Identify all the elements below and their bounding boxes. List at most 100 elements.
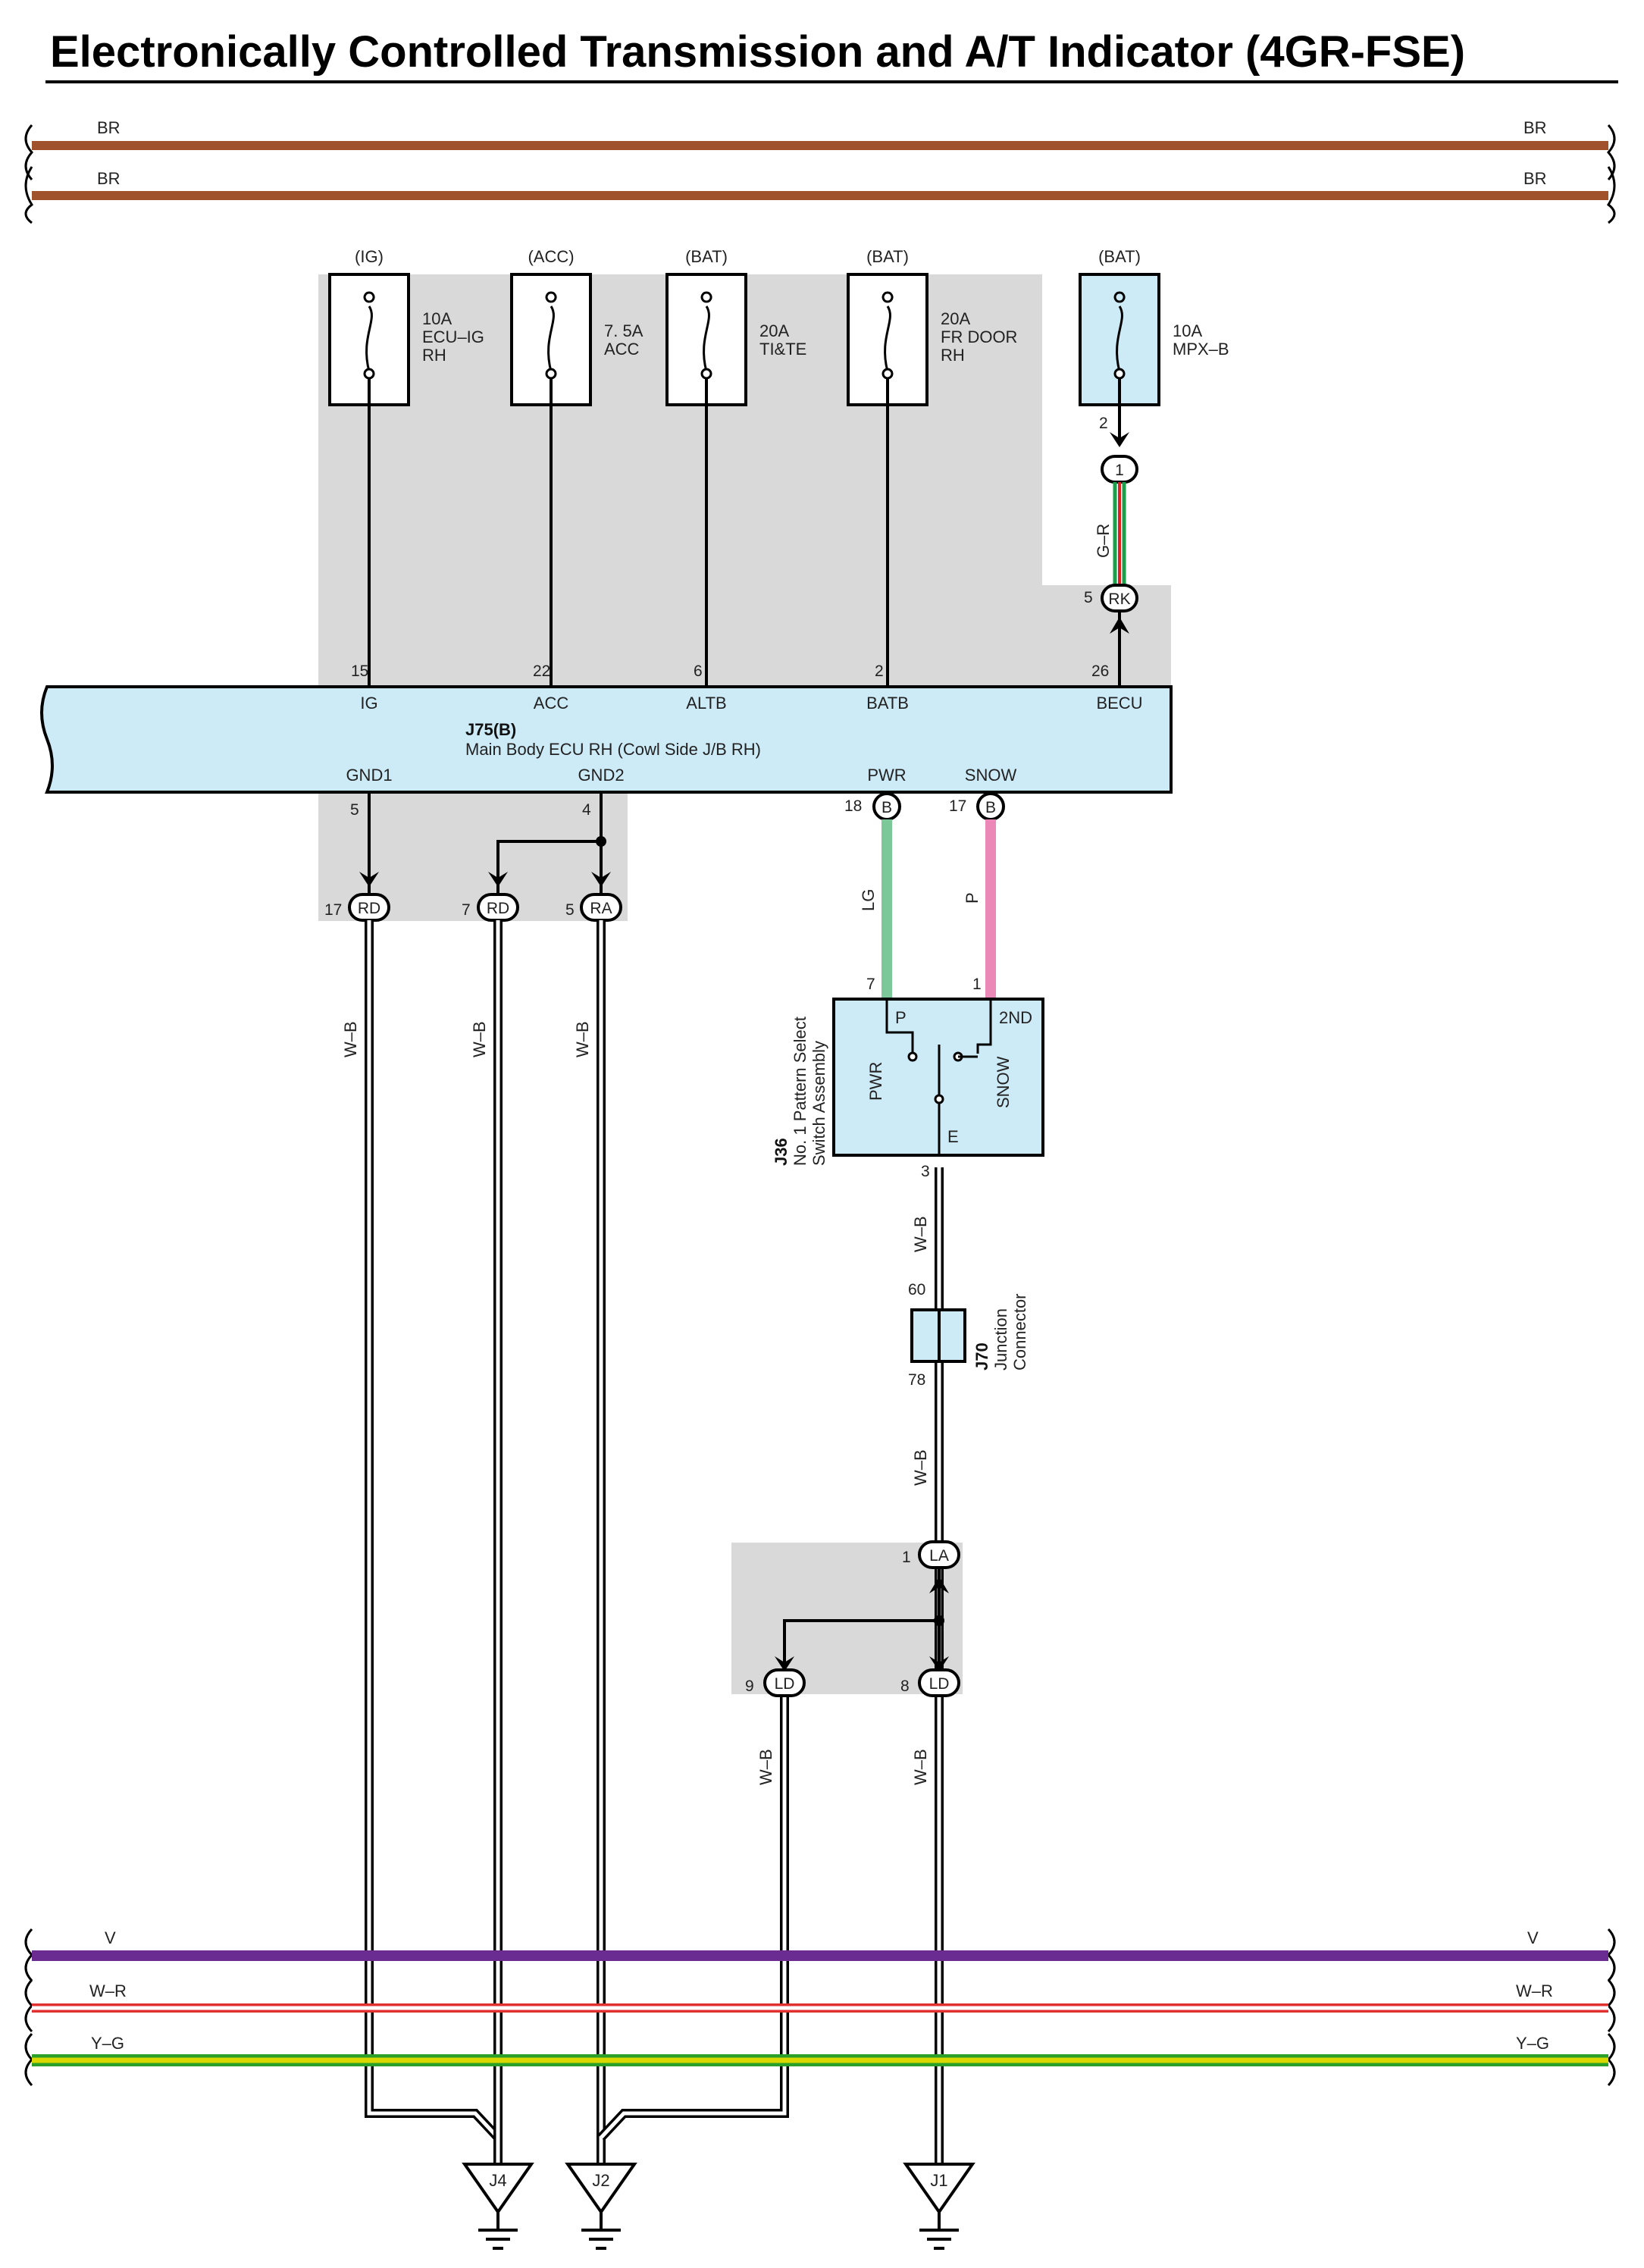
wire-label-wb-1: W–B [341,1021,360,1057]
switch-label-2nd: 2ND [999,1008,1032,1027]
ground-j4: J4 [462,2163,534,2250]
junction-pin-top: 60 [908,1281,925,1298]
fuse-tite-source: (BAT) [685,247,728,266]
fuse-acc-rating: 7. 5A [604,321,644,340]
wire-label-lg: LG [859,889,878,911]
fuse-mpx-b-source: (BAT) [1098,247,1141,266]
mpx-wire-label: G–R [1094,524,1113,558]
bus-br-2: BR BR [24,166,1616,224]
ground-j2: J2 [565,2163,637,2250]
diagram-title: Electronically Controlled Transmission a… [50,27,1465,77]
fuse-ecu-ig-icon [363,291,375,372]
fuse-tite-name1: TI&TE [759,340,806,359]
fuse-acc-name1: ACC [604,340,640,359]
mpx-connector-rk-label: RK [1108,590,1130,608]
wire-label-wb-junction: W–B [911,1449,930,1486]
switch-pin-e: 3 [921,1163,930,1180]
fuse-wires [368,378,889,687]
wire-label-wb-ld2: W–B [911,1749,930,1785]
wire-label-p: P [963,892,982,904]
fuse-mpx-b: (BAT) 10A MPX–B [1079,247,1229,406]
fuse-tite-icon [700,291,712,372]
ecu-top-pin-ig-num: 15 [351,663,368,680]
ecu-pin-snow-num: 17 [949,797,966,815]
wire-label-wb-ld1: W–B [756,1749,775,1785]
bus-br-1-label-left: BR [97,118,121,137]
bus-br-1: BR BR [24,118,1616,180]
junction-pin-bottom: 78 [908,1371,925,1389]
ground-conn-3-label: RA [590,900,612,917]
fuse-fr-door-rating: 20A [941,309,970,328]
ground-conn-2-label: RD [487,900,509,917]
fuse-ecu-ig-source: (IG) [355,247,384,266]
switch-label-e: E [947,1127,959,1146]
fuse-tite: (BAT) 20A TI&TE [665,247,806,406]
ground-conn-1-pin: 17 [324,901,342,919]
bus-v: V V [24,1928,1616,1982]
bus-yg-label-left: Y–G [91,2034,124,2053]
fuse-mpx-b-rating: 10A [1173,321,1202,340]
bus-br-2-label-left: BR [97,169,121,188]
junction-id: J70 [972,1342,991,1371]
switch-label-p: P [895,1008,907,1027]
ld-1-connector [763,1668,806,1697]
ecu-pin-gnd2-num: 4 [582,801,591,819]
ground-j1-label: J1 [930,2171,947,2190]
ecu-pin-pwr-num: 18 [844,797,862,815]
switch-j36: 7 1 P 2ND PWR SNOW E 3 J36 No. 1 Pattern… [772,976,1044,1180]
bus-v-label-right: V [1527,1928,1539,1947]
bus-wr: W–R W–R [24,1978,1616,2033]
ecu-bottom-pin-gnd2-name: GND2 [578,766,624,785]
switch-id: J36 [772,1138,791,1166]
ecu-name: Main Body ECU RH (Cowl Side J/B RH) [465,740,761,759]
ecu-bottom-pin-gnd1-name: GND1 [346,766,392,785]
fuse-fr-door: (BAT) 20A FR DOOR RH [847,247,1017,406]
ground-j1-icon [903,2163,975,2215]
ground-conn-3-pin: 5 [565,901,575,919]
fuse-acc-icon [545,291,557,372]
ecu-ground-circuits: 5 4 17 RD 7 RD 5 RA [324,792,622,922]
switch-label-snow: SNOW [994,1056,1013,1108]
ld-connector-shading [731,1543,963,1694]
fuse-ecu-ig-name2: RH [422,346,446,365]
fuse-mpx-b-icon [1113,291,1126,372]
fuse-fr-door-name2: RH [941,346,965,365]
ecu-top-pin-acc-name: ACC [534,694,569,713]
ecu-top-pin-altb-name: ALTB [686,694,726,713]
ecu-j75b: 15 IG 22 ACC 6 ALTB 2 BATB 26 BECU J75(B… [40,663,1173,794]
la-connector-label: LA [929,1547,949,1565]
bus-yg: Y–G Y–G [24,2032,1616,2087]
junction-connector-j70: 60 78 J70 Junction Connector [908,1281,1029,1389]
fuse-ecu-ig-rating: 10A [422,309,452,328]
mpx-pin-fuse: 2 [1099,415,1108,432]
ground-j1: J1 [903,2163,975,2250]
ld-1-pin: 9 [745,1678,754,1695]
la-ld-connectors: 1 LA 9 LD 8 LD [745,1540,960,1697]
junction-line1: Junction [991,1308,1010,1371]
ecu-top-pin-batb-name: BATB [866,694,909,713]
bus-v-label-left: V [105,1928,116,1947]
switch-name-line1: No. 1 Pattern Select [791,1017,809,1166]
ecu-id: J75(B) [465,720,516,739]
la-pin: 1 [902,1549,911,1566]
ground-j2-label: J2 [592,2171,609,2190]
ecu-top-pin-batb-num: 2 [875,663,884,680]
switch-pin-2nd: 1 [972,976,982,993]
wire-label-wb-2: W–B [470,1021,489,1057]
ecu-top-pin-altb-num: 6 [694,663,703,680]
fuse-fr-door-name1: FR DOOR [941,327,1017,346]
ecu-pwr-connector-label: B [881,799,892,816]
ecu-top-pin-becu-num: 26 [1091,663,1109,680]
mpx-b-circuit: 2 1 G–R 5 RK [1084,378,1138,687]
wire-label-wb-switch: W–B [911,1216,930,1252]
ecu-snow-connector-label: B [985,799,996,816]
ld-2-pin: 8 [900,1678,910,1695]
fuse-tite-rating: 20A [759,321,789,340]
ground-conn-1-label: RD [358,900,380,917]
junction-line2: Connector [1010,1293,1029,1371]
ecu-body [40,685,1173,794]
mpx-pin-rk: 5 [1084,589,1093,606]
ground-j4-icon [462,2163,534,2215]
ground-j2-icon [565,2163,637,2215]
